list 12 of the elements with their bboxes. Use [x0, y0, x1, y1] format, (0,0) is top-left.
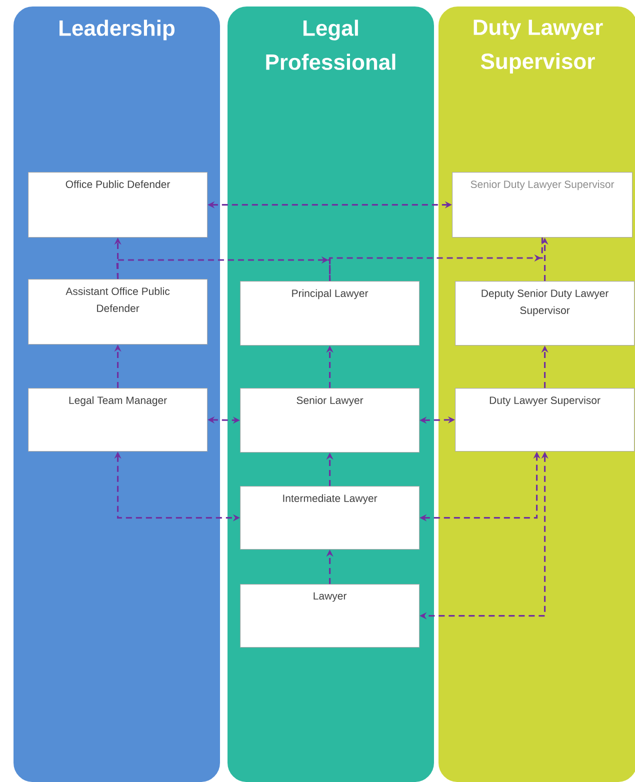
role-box: Duty Lawyer Supervisor — [455, 388, 635, 452]
role-box: Senior Lawyer — [240, 388, 420, 453]
role-box: Principal Lawyer — [240, 281, 420, 346]
arrow — [116, 256, 331, 281]
role-box: Legal Team Manager — [28, 388, 208, 452]
role-box: Intermediate Lawyer — [240, 486, 420, 550]
role-box: Office Public Defender — [28, 172, 208, 238]
role-box: Deputy Senior Duty Lawyer Supervisor — [455, 281, 635, 346]
arrow — [329, 238, 544, 281]
role-box: Senior Duty Lawyer Supervisor — [452, 172, 633, 238]
role-box: Lawyer — [240, 584, 420, 648]
role-box: Assistant Office Public Defender — [28, 279, 208, 345]
